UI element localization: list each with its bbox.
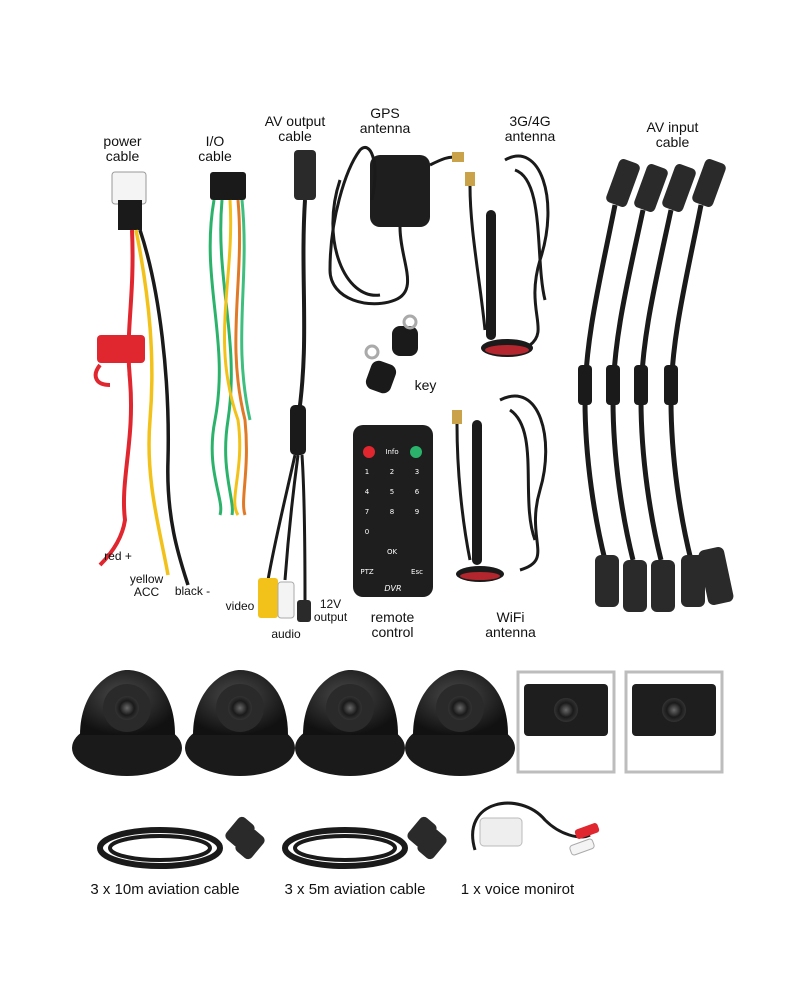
- dome-camera-2: [185, 670, 295, 776]
- remote-key-0: 0: [364, 528, 370, 536]
- aviation-cable-10m: [97, 816, 265, 869]
- remote-key-ok: OK: [386, 548, 398, 556]
- caption-5m-cable: 3 x 5m aviation cable: [284, 881, 426, 898]
- dome-camera-3: [295, 670, 405, 776]
- av-input-cable-1: [578, 159, 640, 607]
- caption-voice-monitor: 1 x voice monirot: [460, 881, 575, 898]
- wifi-antenna: [452, 394, 548, 582]
- dome-camera-1: [72, 670, 182, 776]
- antenna-3g4g: [465, 154, 550, 357]
- gps-antenna: [328, 146, 464, 306]
- remote-brand: DVR: [384, 584, 402, 593]
- dome-camera-4: [405, 670, 515, 776]
- av-input-cable-2: [606, 164, 668, 612]
- voice-monitor: [471, 801, 600, 856]
- av-input-cable-4: [664, 159, 726, 607]
- av-input-cable-3: [634, 164, 696, 612]
- red-plus-label: red +: [104, 549, 132, 563]
- black-minus-label: black -: [174, 584, 211, 598]
- remote-key-6: 6: [414, 488, 420, 496]
- remote-key-4: 4: [364, 488, 370, 496]
- remote-key-2: 2: [389, 468, 395, 476]
- remote-key-esc: Esc: [411, 568, 423, 576]
- box-camera-1: [516, 670, 616, 774]
- key-label: key: [414, 377, 437, 393]
- caption-10m-cable: 3 x 10m aviation cable: [90, 881, 240, 898]
- remote-key-3: 3: [414, 468, 420, 476]
- remote-key-5: 5: [389, 488, 395, 496]
- video-label: video: [225, 599, 255, 613]
- remote-key-7: 7: [364, 508, 370, 516]
- remote-key-1: 1: [364, 468, 370, 476]
- box-camera-2: [624, 670, 724, 774]
- av-input-cables: [578, 159, 734, 612]
- io-cable: [208, 172, 252, 516]
- audio-label: audio: [271, 627, 301, 641]
- remote-key-8: 8: [389, 508, 395, 516]
- remote-control: [353, 425, 433, 597]
- remote-key-9: 9: [414, 508, 420, 516]
- power-cable: [93, 171, 190, 586]
- keys: [364, 314, 418, 394]
- remote-key-ptz: PTZ: [360, 568, 374, 576]
- aviation-cable-5m: [282, 816, 447, 869]
- remote-key-info: Info: [385, 448, 399, 456]
- av-output-cable: [258, 150, 316, 622]
